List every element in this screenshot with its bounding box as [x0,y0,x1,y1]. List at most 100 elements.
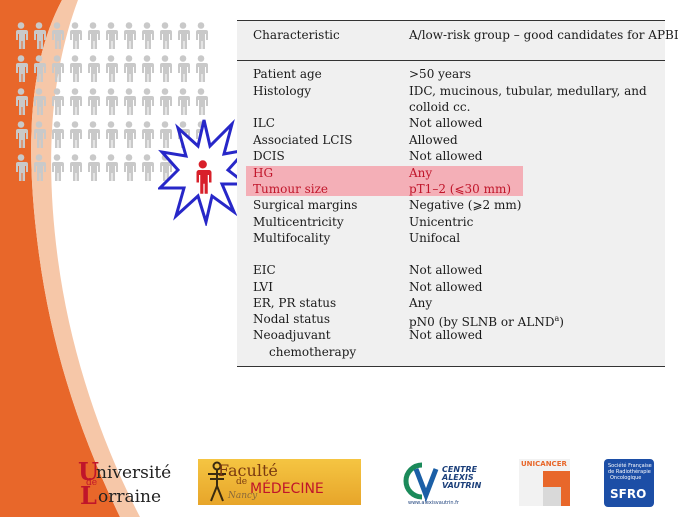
row-value: Not allowed [409,149,483,163]
cav-text3: VAUTRIN [442,481,482,490]
sfro-small3: Oncologique [610,475,642,481]
row-label: Patient age [253,67,322,81]
ul-de: de [86,478,98,488]
person-icon [124,154,136,181]
person-icon [52,22,64,49]
row-value-highlight: pT1–2 (⩽30 mm) [409,182,512,196]
row-value: Not allowed [409,116,483,130]
cav-text1: CENTRE [442,465,478,474]
row-label: Histology [253,84,312,98]
person-icon [52,154,64,181]
logo-sfro: Société Française de Radiothérapie Oncol… [604,459,654,507]
row-value: Any [409,296,433,310]
person-icon [142,121,154,148]
person-icon [70,154,82,181]
person-icon [106,121,118,148]
logo-universite-lorraine: U niversité de L orraine [78,457,172,510]
fac-de: de [236,477,248,487]
person-icon [142,154,154,181]
person-icon [34,121,46,148]
person-icon [142,88,154,115]
row-label-cont: chemotherapy [269,345,357,359]
person-icon [178,88,190,115]
person-icon [16,22,28,49]
row-value-highlight: Any [409,166,433,180]
logo-faculte-medecine: Faculté de MÉDECINE Nancy [198,459,361,505]
row-value: Not allowed [409,263,483,277]
person-icon [88,154,100,181]
person-icon [34,88,46,115]
row-label: Associated LCIS [253,133,353,147]
row-label: DCIS [253,149,285,163]
nodal-close: ) [559,315,564,329]
person-icon [88,22,100,49]
person-icon [52,121,64,148]
cav-emblem [403,462,439,502]
uc-gray-block [543,487,561,506]
row-label: ILC [253,116,275,130]
person-icon [178,55,190,82]
person-icon [124,55,136,82]
table-bottom-rule [237,366,665,367]
person-icon [196,55,208,82]
person-icon [34,22,46,49]
row-label: Multicentricity [253,215,344,229]
person-icon [88,88,100,115]
uc-text: UNICANCER [521,460,567,468]
row-label: Nodal status [253,312,331,326]
row-value: >50 years [409,67,472,81]
person-icon [106,154,118,181]
cav-url: www.alexisvautrin.fr [408,500,459,506]
fac-line1: Faculté [218,461,278,480]
nodal-footnote-mark: a [554,314,560,323]
logo-unicancer: UNICANCER [519,459,570,506]
person-icon [34,55,46,82]
row-value: Not allowed [409,328,483,342]
ul-line1: niversité [96,463,172,483]
starburst-icon [158,118,248,226]
person-icon [70,121,82,148]
row-value: Negative (⩾2 mm) [409,198,522,212]
person-icon [70,22,82,49]
ul-big-u: U [78,457,99,486]
row-label: ER, PR status [253,296,337,310]
person-icon [142,22,154,49]
header-characteristic: Characteristic [253,28,340,42]
person-icon [88,121,100,148]
row-label-highlight: HG [253,166,274,180]
header-group: A/low-risk group – good candidates for A… [409,28,679,42]
person-icon [160,22,172,49]
row-value: Not allowed [409,280,483,294]
person-icon [124,22,136,49]
row-label: LVI [253,280,273,294]
person-icon [196,88,208,115]
skeleton-icon [208,461,226,502]
highlight-band [246,166,523,196]
person-icon [88,55,100,82]
person-icon [52,55,64,82]
sfro-small1: Société Française [608,463,652,469]
cav-text2: ALEXIS [442,473,474,482]
fac-nancy: Nancy [228,491,258,501]
row-label: Multifocality [253,231,331,245]
row-label-highlight: Tumour size [253,182,329,196]
person-icon [52,88,64,115]
logo-centre-alexis-vautrin: CENTRE ALEXIS VAUTRIN www.alexisvautrin.… [402,459,482,507]
row-label: Neoadjuvant [253,328,331,342]
sfro-big: SFRO [610,487,647,501]
person-icon [16,121,28,148]
table-header-rule [237,60,665,61]
row-value: colloid cc. [409,100,471,114]
ul-line2: orraine [98,487,162,507]
nodal-text: pN0 (by SLNB or ALND [409,315,555,329]
person-icon [106,88,118,115]
row-label: EIC [253,263,276,277]
sfro-small2: de Radiothérapie [608,469,651,475]
row-value: Unicentric [409,215,474,229]
row-value-nodal: pN0 (by SLNB or ALNDa) [409,311,564,330]
person-icon [106,55,118,82]
person-icon [34,154,46,181]
person-icon [70,55,82,82]
